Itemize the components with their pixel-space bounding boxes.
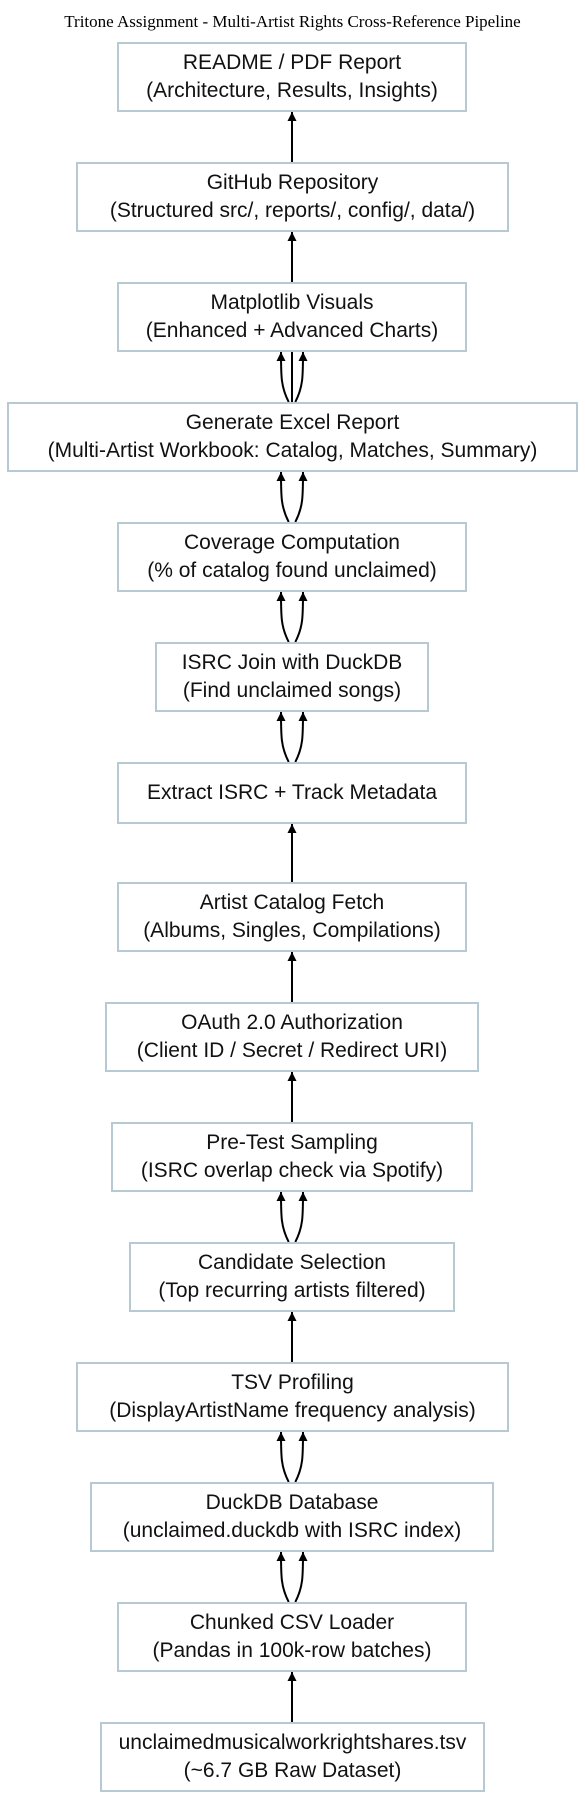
node-sublabel: (Enhanced + Advanced Charts) [145, 319, 439, 342]
node-visuals: Matplotlib Visuals (Enhanced + Advanced C… [117, 282, 467, 352]
node-sublabel: (Architecture, Results, Insights) [146, 79, 438, 102]
edge-candidate-to-pretest [276, 1191, 290, 1243]
edge-extract-to-isrcjoin [276, 711, 290, 763]
node-label: DuckDB Database [205, 1490, 379, 1514]
edge-isrcjoin-to-coverage [276, 591, 290, 643]
node-candidate: Candidate Selection (Top recurring artist… [129, 1242, 455, 1312]
edge-candidate-to-pretest [294, 1191, 308, 1243]
node-label: Coverage Computation [184, 530, 400, 554]
node-tsv: TSV Profiling (DisplayArtistName frequenc… [76, 1362, 509, 1432]
node-sublabel: (Multi-Artist Workbook: Catalog, Matches… [47, 439, 538, 462]
node-label: TSV Profiling [231, 1370, 354, 1394]
node-label: Extract ISRC + Track Metadata [146, 780, 438, 804]
node-sublabel: (ISRC overlap check via Spotify) [140, 1159, 444, 1182]
node-pretest: Pre-Test Sampling (ISRC overlap check via… [111, 1122, 473, 1192]
node-sublabel: (Albums, Singles, Compilations) [143, 919, 441, 942]
node-chunked: Chunked CSV Loader (Pandas in 100k-row ba… [117, 1602, 467, 1672]
node-sublabel: (Top recurring artists filtered) [158, 1279, 426, 1302]
node-label: Matplotlib Visuals [210, 290, 374, 314]
node-raw: unclaimedmusicalworkrightshares.tsv (~6.7… [100, 1722, 485, 1792]
edge-chunked-to-duckdb [276, 1551, 290, 1603]
node-coverage: Coverage Computation (% of catalog found … [117, 522, 467, 592]
node-catalog: Artist Catalog Fetch (Albums, Singles, Co… [117, 882, 467, 952]
node-sublabel: (% of catalog found unclaimed) [147, 559, 437, 582]
node-label: unclaimedmusicalworkrightshares.tsv [118, 1730, 467, 1754]
node-readme: README / PDF Report (Architecture, Result… [117, 42, 467, 112]
node-label: GitHub Repository [206, 170, 379, 194]
node-isrcjoin: ISRC Join with DuckDB (Find unclaimed son… [155, 642, 429, 712]
node-oauth: OAuth 2.0 Authorization (Client ID / Secr… [105, 1002, 479, 1072]
diagram-title: Tritone Assignment - Multi-Artist Rights… [64, 12, 521, 31]
edge-duckdb-to-tsv [294, 1431, 308, 1483]
edge-coverage-to-excel [294, 471, 308, 523]
node-extract: Extract ISRC + Track Metadata [117, 762, 467, 824]
node-github: GitHub Repository (Structured src/, repor… [76, 162, 509, 232]
node-excel: Generate Excel Report (Multi-Artist Workb… [7, 402, 578, 472]
node-label: Generate Excel Report [185, 410, 400, 434]
edge-chunked-to-duckdb [294, 1551, 308, 1603]
node-sublabel: (Find unclaimed songs) [182, 679, 402, 702]
node-label: OAuth 2.0 Authorization [181, 1010, 403, 1034]
node-label: Pre-Test Sampling [206, 1130, 378, 1154]
node-label: Candidate Selection [198, 1250, 386, 1274]
node-sublabel: (unclaimed.duckdb with ISRC index) [122, 1519, 462, 1542]
node-duckdb: DuckDB Database (unclaimed.duckdb with IS… [90, 1482, 494, 1552]
edge-coverage-to-excel [276, 471, 290, 523]
edge-extract-to-isrcjoin [294, 711, 308, 763]
edge-excel-to-visuals [294, 351, 308, 403]
node-sublabel: (DisplayArtistName frequency analysis) [109, 1399, 476, 1422]
edge-isrcjoin-to-coverage [294, 591, 308, 643]
node-label: README / PDF Report [182, 50, 402, 74]
node-sublabel: (Pandas in 100k-row batches) [152, 1639, 432, 1662]
node-label: Artist Catalog Fetch [199, 890, 385, 914]
edge-excel-to-visuals [276, 351, 290, 403]
node-sublabel: (~6.7 GB Raw Dataset) [183, 1759, 402, 1782]
node-label: ISRC Join with DuckDB [181, 650, 403, 674]
node-sublabel: (Structured src/, reports/, config/, dat… [109, 199, 476, 222]
edge-duckdb-to-tsv [276, 1431, 290, 1483]
node-label: Chunked CSV Loader [189, 1610, 395, 1634]
node-sublabel: (Client ID / Secret / Redirect URI) [136, 1039, 448, 1062]
